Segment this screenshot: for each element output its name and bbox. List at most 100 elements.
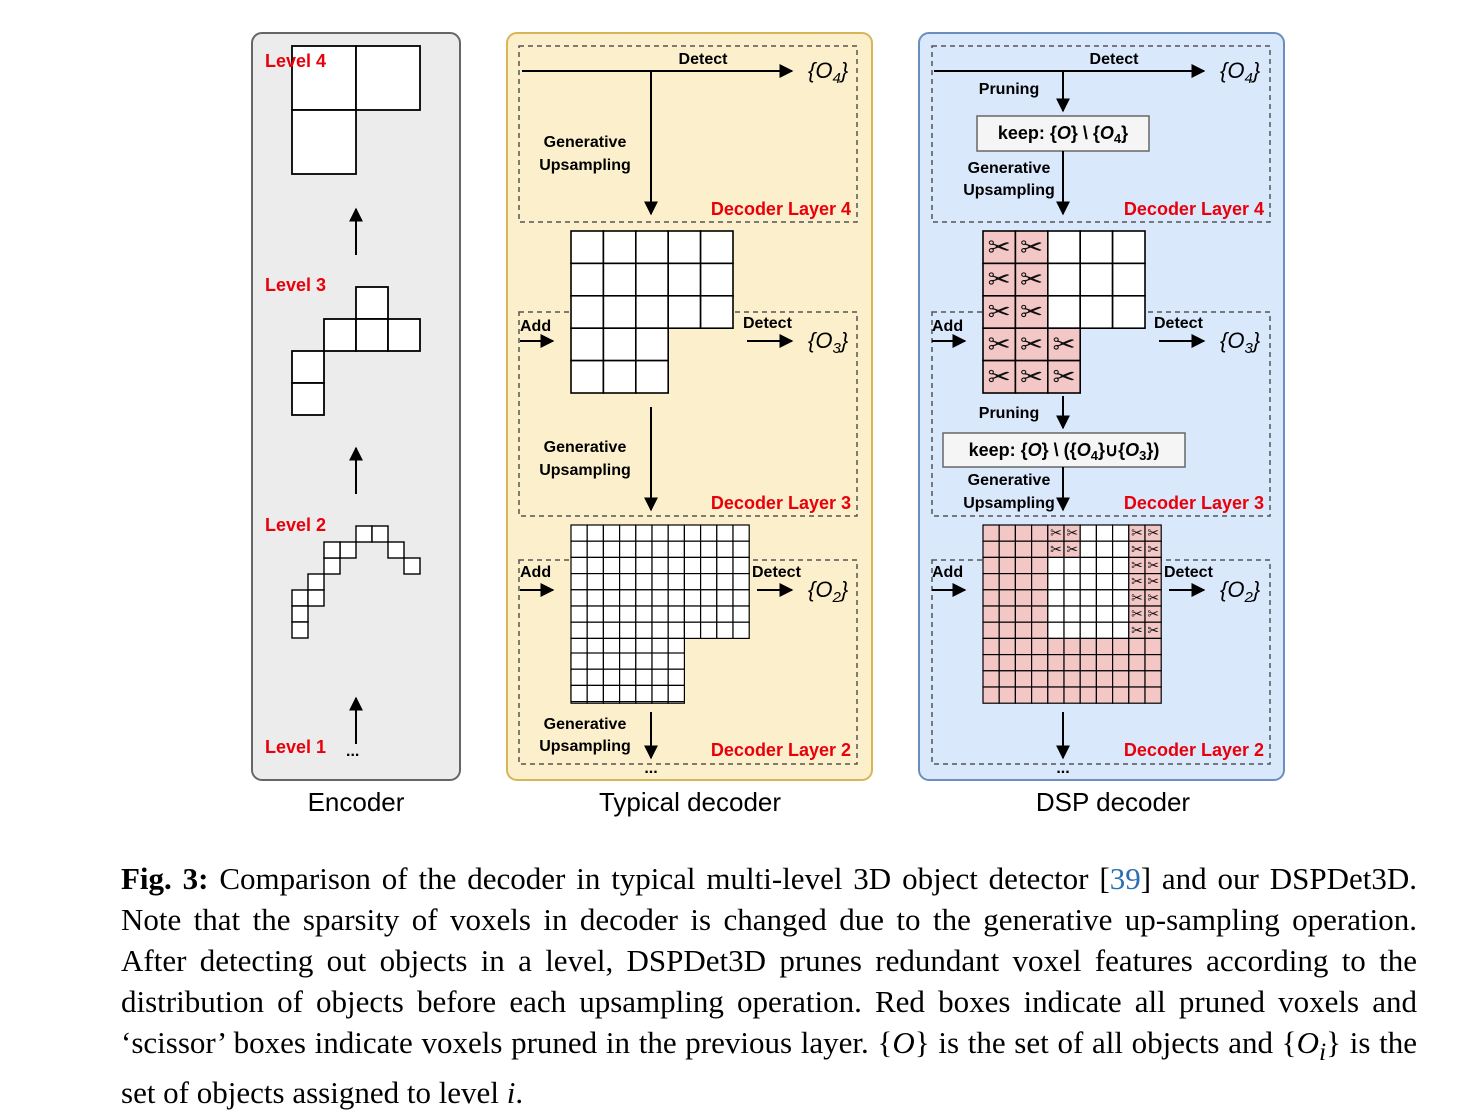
- dsp-voxel: [1111, 637, 1130, 656]
- typical-voxel: [570, 605, 588, 623]
- dsp-voxel: [1047, 556, 1065, 575]
- dsp-voxel: [998, 686, 1017, 704]
- typical-voxel: [570, 556, 588, 575]
- dsp-voxel: [1144, 686, 1162, 704]
- typical-voxel: [570, 668, 588, 687]
- typical-voxel: [683, 621, 702, 640]
- typical-voxel: [618, 572, 637, 591]
- dsp-voxel: [1063, 572, 1081, 591]
- typical-voxel: [667, 621, 686, 640]
- typical-voxel: [732, 556, 750, 575]
- dsp-voxel: [1144, 670, 1162, 688]
- typical-voxel: [618, 605, 637, 623]
- typical-voxel: [635, 621, 653, 640]
- encoder-voxel: [291, 45, 357, 111]
- dsp-voxel: [1079, 637, 1097, 656]
- typical-voxel: [570, 621, 588, 640]
- typical-voxel: [699, 556, 718, 575]
- dsp-voxel: [1095, 524, 1114, 542]
- dsp-voxel: [982, 524, 1000, 542]
- typical-voxel: [732, 589, 750, 607]
- encoder-voxel: [291, 605, 309, 623]
- dsp-voxel: [1014, 686, 1033, 704]
- typical-voxel: [732, 621, 750, 640]
- typical-voxel: [699, 589, 718, 607]
- scissor-icon: ✂: [1020, 328, 1043, 359]
- caption-symbol-oi: O: [1296, 1025, 1319, 1060]
- dsp-voxel: [1030, 637, 1049, 656]
- typical-voxel: [586, 637, 605, 656]
- typical-voxel: [699, 230, 734, 265]
- dsp-voxel: [998, 621, 1017, 640]
- typical-voxel: [570, 262, 605, 297]
- dsp-pruning-3: Pruning: [979, 405, 1039, 422]
- typical-voxel: [586, 589, 605, 607]
- citation-link[interactable]: 39: [1109, 861, 1141, 896]
- typical-voxel: [699, 572, 718, 591]
- typical-voxel: [635, 652, 653, 670]
- typical-voxel: [602, 262, 637, 297]
- scissor-icon: ✂: [1020, 296, 1043, 327]
- typical-voxel: [651, 605, 669, 623]
- scissor-icon: ✂: [1131, 526, 1143, 541]
- dsp-voxel: [1111, 621, 1130, 640]
- encoder-voxel: [387, 318, 421, 352]
- caption-symbol-i: i: [506, 1075, 516, 1111]
- typical-voxel: [602, 605, 621, 623]
- typical-layer4-box: [518, 45, 858, 223]
- typical-voxel: [651, 652, 669, 670]
- typical-voxel: [570, 652, 588, 670]
- dsp-add-2: Add: [932, 564, 963, 581]
- typical-voxel: [602, 230, 637, 265]
- typical-voxel: [602, 621, 621, 640]
- typical-voxel: [716, 556, 734, 575]
- dsp-voxel: [1030, 621, 1049, 640]
- dsp-keep-1: keep: {O} \ {O4}: [998, 123, 1128, 146]
- figure: Level 4 Level 3 Level 2 Level 1 ... Enco…: [251, 32, 1285, 817]
- dsp-voxel: [982, 294, 1017, 329]
- dsp-voxel: [1014, 605, 1033, 623]
- typical-voxel: [635, 684, 653, 703]
- scissor-icon: ✂: [1131, 558, 1143, 573]
- dsp-voxel: [1111, 653, 1130, 672]
- typical-voxel: [602, 572, 621, 591]
- typical-panel-label: Typical decoder: [599, 787, 781, 817]
- typical-voxel: [667, 230, 702, 265]
- encoder-voxel: [355, 45, 421, 111]
- dsp-voxel: [1030, 589, 1049, 607]
- caption-subscript-i: i: [1318, 1037, 1327, 1067]
- dsp-voxel: [1030, 556, 1049, 575]
- dsp-layer4-box: [931, 45, 1271, 223]
- typical-o2: {O2}: [808, 577, 849, 606]
- scissor-icon: ✂: [1147, 607, 1159, 622]
- dsp-voxel: [1063, 589, 1081, 607]
- typical-voxel: [586, 668, 605, 687]
- level-4-label: Level 4: [265, 51, 326, 71]
- dsp-voxel: [1014, 670, 1033, 688]
- scissor-icon: ✂: [1131, 542, 1143, 557]
- dsp-voxel: [1047, 230, 1082, 265]
- typical-voxel: [586, 540, 605, 559]
- dsp-keep-box-1: [976, 115, 1150, 152]
- typical-voxel: [716, 589, 734, 607]
- typical-up-3: Upsampling: [539, 462, 631, 479]
- dsp-voxel: [1111, 605, 1130, 623]
- dsp-pruning-4: Pruning: [979, 81, 1039, 98]
- dsp-voxel: [1111, 262, 1146, 297]
- typical-voxel: [699, 540, 718, 559]
- typical-layer2-box: [518, 559, 858, 765]
- dsp-voxel: [1095, 621, 1114, 640]
- typical-voxels: [570, 230, 750, 704]
- scissor-icon: ✂: [1050, 526, 1062, 541]
- typical-voxel: [570, 524, 588, 542]
- typical-up-4: Upsampling: [539, 157, 631, 174]
- encoder-voxel: [291, 382, 325, 416]
- typical-voxel: [570, 540, 588, 559]
- typical-layer3-box: [518, 311, 858, 517]
- dsp-voxel: [1014, 653, 1033, 672]
- dsp-voxel: [1047, 653, 1065, 672]
- dsp-voxel: [1014, 540, 1033, 559]
- dsp-keep-2: keep: {O} \ ({O4}∪{O3}): [969, 440, 1160, 463]
- scissor-icon: ✂: [988, 231, 1011, 262]
- dsp-voxel: [1079, 262, 1114, 297]
